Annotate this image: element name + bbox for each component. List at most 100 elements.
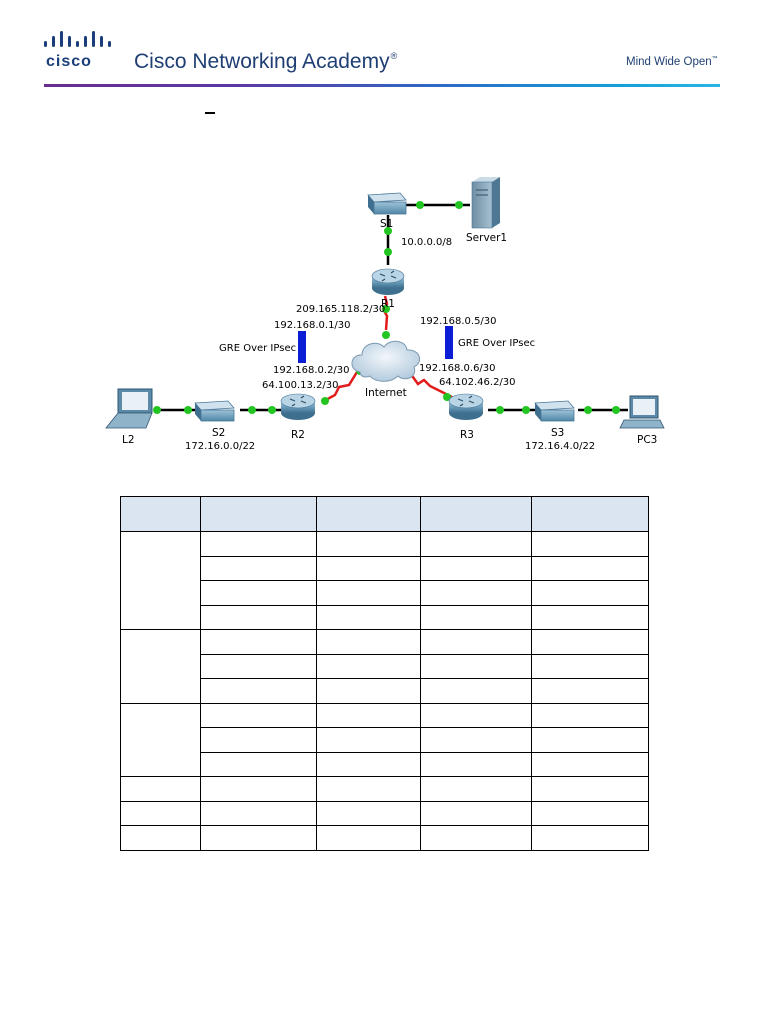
table-cell	[420, 678, 532, 704]
table-cell	[200, 580, 317, 606]
academy-title: Cisco Networking Academy®	[134, 50, 397, 74]
table-cell	[200, 629, 317, 655]
router-r1-icon[interactable]	[371, 268, 405, 295]
table-row	[121, 580, 649, 606]
table-cell	[316, 604, 421, 630]
table-device-cell	[120, 702, 201, 777]
switch-s2-icon[interactable]	[194, 400, 235, 422]
table-cell	[531, 702, 649, 728]
table-header-cell	[120, 496, 201, 532]
table-cell	[316, 678, 421, 704]
table-cell	[420, 800, 532, 826]
tagline: Mind Wide Open™	[626, 56, 718, 68]
network-topology-diagram: S1 Server1 R1 Internet R2 R3 S2 S3 L2 PC…	[105, 177, 665, 452]
table-cell	[316, 653, 421, 679]
table-row	[121, 604, 649, 630]
label-s2: S2	[212, 427, 225, 439]
router-r3-icon[interactable]	[448, 393, 484, 420]
table-cell	[420, 702, 532, 728]
label-tunnel-r2: 192.168.0.2/30	[273, 365, 350, 376]
label-r3: R3	[460, 429, 474, 441]
table-cell	[200, 800, 317, 826]
addressing-table	[120, 496, 649, 851]
gre-tunnel-bar-right	[445, 326, 453, 359]
table-cell	[316, 702, 421, 728]
table-cell	[200, 653, 317, 679]
label-r2: R2	[291, 429, 305, 441]
table-cell	[316, 629, 421, 655]
table-row	[121, 555, 649, 581]
switch-s1-icon[interactable]	[367, 192, 407, 215]
academy-title-text: Cisco Networking Academy	[134, 50, 390, 73]
table-cell	[531, 531, 649, 557]
page-header: cisco Cisco Networking Academy® Mind Wid…	[0, 0, 768, 96]
label-gre-left: GRE Over IPsec	[219, 343, 296, 354]
table-cell	[316, 776, 421, 802]
table-row	[120, 825, 649, 851]
registered-mark: ®	[390, 51, 398, 61]
table-row	[120, 776, 649, 802]
table-header-cell	[200, 496, 317, 532]
table-cell	[316, 727, 421, 753]
table-cell	[200, 825, 317, 851]
label-r3-wan: 64.102.46.2/30	[439, 377, 516, 388]
label-internet: Internet	[365, 387, 407, 399]
table-cell	[200, 751, 317, 777]
table-cell	[531, 555, 649, 581]
label-lan-r3: 172.16.4.0/22	[525, 441, 595, 452]
trademark-mark: ™	[711, 56, 718, 62]
switch-s3-icon[interactable]	[534, 400, 575, 422]
table-device-cell	[120, 800, 201, 826]
link-status-lights	[153, 201, 620, 414]
label-s3: S3	[551, 427, 564, 439]
table-cell	[316, 751, 421, 777]
table-cell	[200, 531, 317, 557]
table-cell	[420, 825, 532, 851]
table-cell	[531, 776, 649, 802]
table-cell	[420, 604, 532, 630]
label-r1-wan: 209.165.118.2/30	[296, 304, 385, 315]
table-cell	[200, 776, 317, 802]
table-device-cell	[120, 825, 201, 851]
table-header-cell	[316, 496, 421, 532]
label-gre-right: GRE Over IPsec	[458, 338, 535, 349]
table-cell	[531, 629, 649, 655]
laptop-l2-icon[interactable]	[105, 388, 153, 429]
cisco-bars-logo-icon	[44, 31, 111, 47]
table-cell	[316, 531, 421, 557]
link-r2-internet	[321, 371, 359, 404]
table-cell	[531, 727, 649, 753]
table-cell	[200, 702, 317, 728]
table-row	[120, 800, 649, 826]
table-cell	[316, 825, 421, 851]
label-l2: L2	[122, 434, 135, 446]
table-device-cell	[120, 629, 201, 704]
label-lan-r2: 172.16.0.0/22	[185, 441, 255, 452]
table-row	[121, 751, 649, 777]
label-r2-wan: 64.100.13.2/30	[262, 380, 339, 391]
label-r1: R1	[381, 298, 395, 310]
server1-icon[interactable]	[471, 177, 500, 229]
table-row	[120, 629, 649, 704]
header-gradient-rule	[44, 84, 720, 87]
title-dash	[205, 112, 215, 114]
table-cell	[316, 580, 421, 606]
table-cell	[420, 555, 532, 581]
table-row	[121, 678, 649, 704]
table-cell	[200, 555, 317, 581]
label-pc3: PC3	[637, 434, 657, 446]
pc3-icon[interactable]	[619, 395, 665, 429]
link-r3-internet	[408, 372, 453, 399]
router-r2-icon[interactable]	[280, 393, 316, 420]
internet-cloud-icon[interactable]	[351, 340, 421, 382]
table-device-cell	[120, 776, 201, 802]
table-cell	[420, 629, 532, 655]
gre-tunnel-bar-left	[298, 331, 306, 363]
table-cell	[531, 604, 649, 630]
table-header-row	[120, 496, 649, 532]
table-cell	[420, 751, 532, 777]
table-cell	[420, 531, 532, 557]
table-cell	[200, 604, 317, 630]
table-cell	[200, 678, 317, 704]
table-cell	[200, 727, 317, 753]
